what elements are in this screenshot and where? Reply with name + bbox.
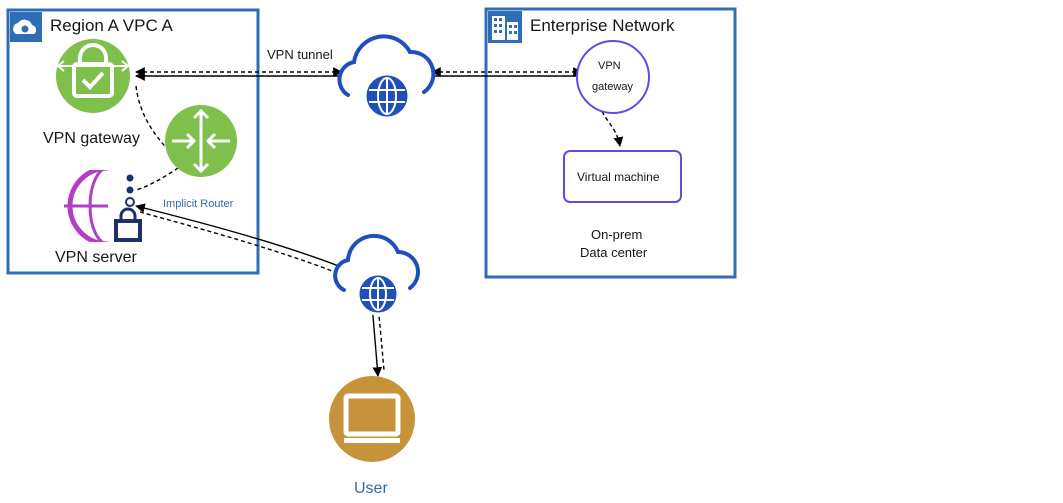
enterprise-vpn-gateway-label-line2: gateway (592, 81, 633, 93)
data-center-label-line2: Data center (580, 245, 648, 260)
enterprise-vpn-gateway-node (576, 40, 650, 114)
vpn-server-icon (64, 170, 142, 242)
building-icon (488, 11, 522, 43)
vpn-gateway-label: VPN gateway (43, 130, 140, 147)
connectors (135, 67, 624, 377)
user-monitor-icon (329, 376, 415, 462)
internet-cloud-icon (337, 34, 436, 120)
enterprise-title: Enterprise Network (530, 16, 675, 35)
user-internet-cloud-icon (333, 233, 420, 316)
virtual-machine-box (563, 150, 682, 203)
vpn-gateway-icon (56, 39, 130, 113)
user-label: User (354, 480, 388, 497)
enterprise-network-container (484, 7, 737, 279)
virtual-machine-label: Virtual machine (577, 170, 660, 184)
vpc-title: Region A VPC A (50, 16, 173, 35)
implicit-router-label: Implicit Router (163, 198, 234, 210)
implicit-router-icon (165, 105, 237, 177)
vpn-tunnel-label: VPN tunnel (267, 47, 333, 62)
vpn-server-label: VPN server (55, 249, 137, 266)
region-a-vpc-a-container (6, 8, 260, 275)
cloud-region-icon (10, 12, 42, 42)
enterprise-vpn-gateway-label-line1: VPN (598, 60, 621, 72)
data-center-label-line1: On-prem (591, 227, 643, 242)
